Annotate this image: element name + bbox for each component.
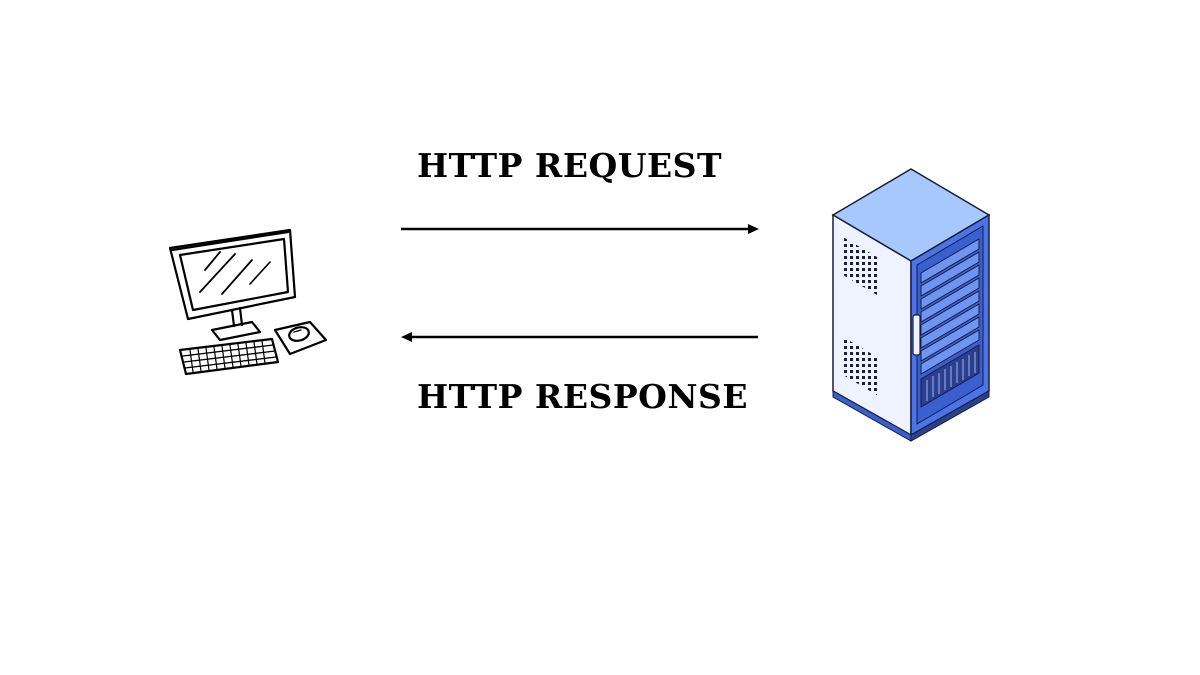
- request-arrow: [401, 224, 759, 234]
- arrows-diagram: [401, 224, 759, 342]
- desktop-computer-icon: [168, 228, 328, 376]
- http-request-label: HTTP REQUEST: [417, 146, 723, 185]
- server-rack-icon: [831, 168, 991, 442]
- response-arrow: [401, 332, 758, 342]
- http-response-label: HTTP RESPONSE: [417, 377, 749, 416]
